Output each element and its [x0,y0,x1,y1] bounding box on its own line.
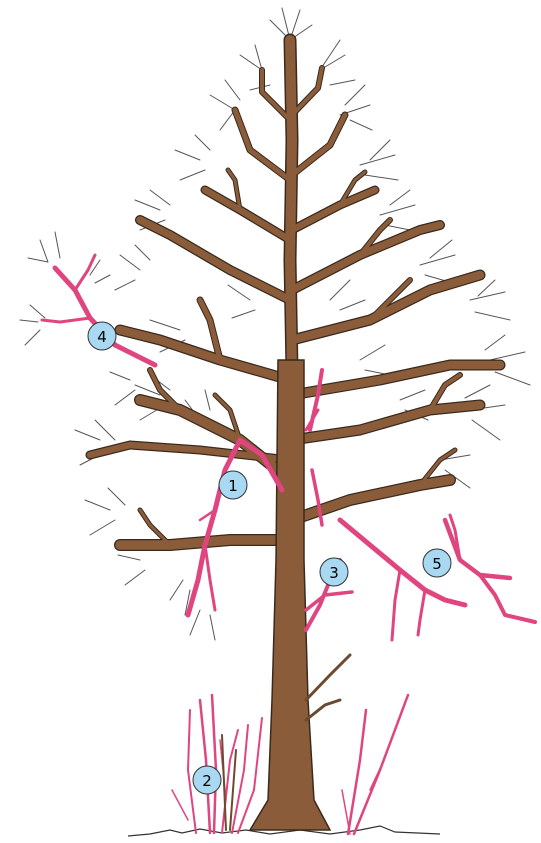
prune-low-branch-5 [340,515,535,640]
callout-2: 2 [193,766,221,794]
callout-2-label: 2 [202,772,212,790]
suckers-right-group [342,695,408,834]
trunk [250,360,330,830]
callout-4: 4 [88,322,116,350]
callout-4-label: 4 [97,328,107,346]
callout-1: 1 [219,471,247,499]
suckers-group [172,695,262,833]
prune-crossing-branch-1 [188,440,282,615]
callout-5: 5 [423,549,451,577]
callout-1-label: 1 [228,477,238,495]
callout-3: 3 [320,558,348,586]
callout-5-label: 5 [432,555,442,573]
callout-3-label: 3 [329,564,339,582]
